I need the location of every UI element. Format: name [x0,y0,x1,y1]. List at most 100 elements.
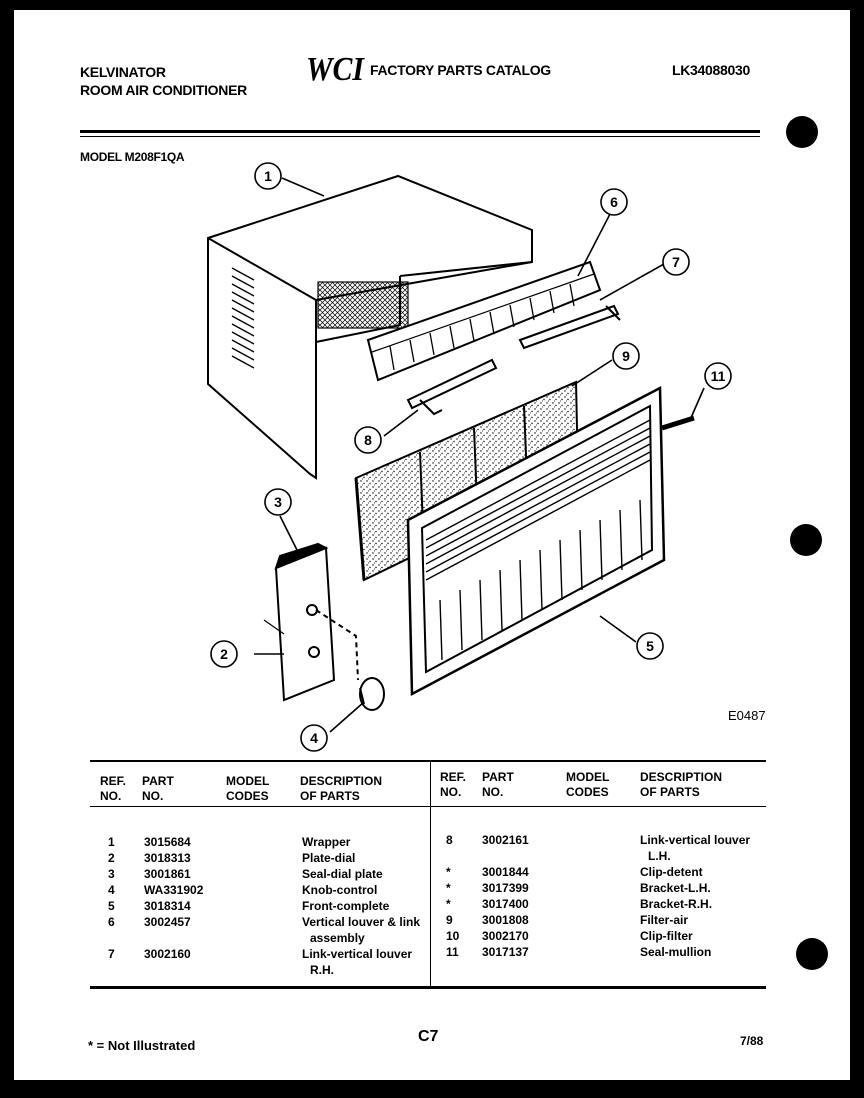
cell-desc: Filter-air [640,913,689,927]
cell-desc: assembly [310,931,365,945]
cell-desc: Wrapper [302,835,351,849]
catalog-date: 7/88 [740,1034,764,1048]
header-rule [80,130,760,133]
cell-part: 3002160 [144,947,191,961]
binder-hole-top [786,116,818,148]
wci-logo-text: WCI [306,52,366,84]
seal-mullion-part [661,415,695,431]
table-row: assembly [108,930,440,946]
wrapper-part [207,174,533,480]
cell-part: 3018314 [144,899,191,913]
cell-ref [108,930,144,946]
cell-part: 3001808 [482,913,529,927]
cell-part [144,930,302,946]
table-row: 7 3002160 Link-vertical louver [108,946,440,962]
cell-ref: * [446,865,451,879]
cell-desc: L.H. [648,849,671,863]
model-label: MODEL M208F1QA [80,150,185,164]
callout-6: 6 [610,194,618,210]
cell-ref: 4 [108,883,115,897]
cell-ref: * [446,897,451,911]
binder-hole-middle [790,524,822,556]
left-part-header: PART NO. [142,774,174,803]
callout-9: 9 [622,348,630,364]
cell-part [482,848,640,864]
table-row: 3 3001861 Seal-dial plate [108,866,440,882]
dial-plate-part [263,542,359,702]
cell-ref [446,848,482,864]
cell-part: 3001861 [144,867,191,881]
callout-7: 7 [672,254,680,270]
table-row: L.H. [446,848,778,864]
left-desc-header: DESCRIPTION OF PARTS [300,774,383,803]
cell-ref: * [446,881,451,895]
front-complete-part [406,385,666,697]
brand-line-2: ROOM AIR CONDITIONER [80,82,247,98]
cell-part: 3018313 [144,851,191,865]
table-row: 1 3015684 Wrapper [108,834,440,850]
cell-ref: 5 [108,899,115,913]
table-row: R.H. [108,962,440,978]
cell-desc: Clip-filter [640,929,693,943]
cell-ref: 7 [108,947,115,961]
left-ref-header: REF. NO. [100,774,127,803]
page-number: C7 [418,1028,439,1045]
link-right-part [518,304,621,350]
binder-hole-bottom [796,938,828,970]
wci-logo: WCI [304,51,366,89]
header-rule-thin [80,136,760,137]
callout-5: 5 [646,638,654,654]
control-knob-part [359,677,385,711]
cell-part: WA331902 [144,883,204,897]
cell-ref: 1 [108,835,115,849]
cell-part: 3002457 [144,915,191,929]
brand-line-1: KELVINATOR [80,64,166,80]
callout-11: 11 [711,368,726,384]
table-header-rule [90,806,766,807]
cell-ref: 2 [108,851,115,865]
left-model-header: MODEL CODES [226,774,270,803]
cell-ref [108,962,144,978]
not-illustrated-note: * = Not Illustrated [88,1038,196,1053]
cell-desc: Vertical louver & link [302,915,421,929]
cell-desc: Seal-dial plate [302,867,383,881]
cell-part: 3002161 [482,833,529,847]
table-bottom-rule [90,986,766,989]
cell-part: 3015684 [144,835,191,849]
cell-part [144,962,302,978]
table-row: * 3001844 Clip-detent [446,864,778,880]
cell-desc: Link-vertical louver [640,833,751,847]
catalog-code: LK34088030 [672,62,750,78]
exploded-parts-diagram: 1 2 3 4 5 6 7 8 9 11 E0487 [207,162,766,752]
cell-desc: Link-vertical louver [302,947,413,961]
cell-desc: Seal-mullion [640,945,712,959]
cell-ref: 3 [108,867,115,881]
table-center-divider [430,762,431,986]
cell-desc: Bracket-R.H. [640,897,713,911]
cell-desc: Clip-detent [640,865,703,879]
vertical-louver-assembly-part [366,260,602,382]
callout-2: 2 [220,646,228,662]
right-part-header: PART NO. [482,770,514,799]
cell-desc: Bracket-L.H. [640,881,711,895]
right-model-header: MODEL CODES [566,770,610,799]
right-ref-header: REF. NO. [440,770,467,799]
cell-part: 3017137 [482,945,529,959]
cell-part: 3002170 [482,929,529,943]
cell-part: 3001844 [482,865,529,879]
cell-ref: 8 [446,833,453,847]
callout-4: 4 [310,730,318,746]
table-row: 8 3002161 Link-vertical louver [446,832,778,848]
cell-desc: R.H. [310,963,334,977]
